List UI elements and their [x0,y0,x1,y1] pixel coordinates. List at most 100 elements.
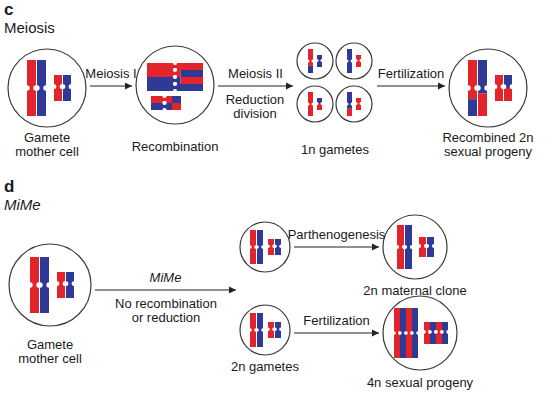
centromere [173,75,177,79]
edge-label: Meiosis I [51,67,171,81]
centromere [248,328,252,332]
centromere [434,330,438,334]
cell-circle: Gamete mother cell [8,243,92,327]
centromere [360,102,363,105]
panel-letter: c [4,1,34,19]
chromosome-segment [172,96,181,103]
node-shape [296,42,374,124]
centromere [69,84,74,89]
centromere [307,103,310,106]
centromere [34,85,39,90]
centromere [321,102,324,105]
chromosome-segment [347,109,352,116]
centromere [425,244,429,248]
centromere [510,84,515,89]
centromere [272,244,276,248]
chromosome-segment [504,88,512,101]
node-caption: Gamete mother cell [7,131,87,159]
centromere [33,85,38,90]
arrow-connector [377,85,445,86]
centromere [360,59,363,62]
node-shape [135,45,215,125]
centromere [55,281,60,286]
centromere [162,108,166,112]
centromere [46,282,51,287]
centromere [402,245,406,249]
annotation-text: Reduction division [223,93,287,121]
centromere [272,327,276,331]
cell-circle: 2n maternal clone [382,214,448,280]
cell-outline [383,215,447,279]
centromere [346,103,349,106]
centromere [37,282,42,287]
centromere [261,328,265,332]
cell-outline [136,46,214,124]
panel-letter: d [4,178,34,196]
node-shape [239,221,291,356]
centromere [432,244,436,248]
chromosome-segment [181,77,203,84]
annotation-text: Meiosis [4,20,124,36]
centromere [428,330,432,334]
chromosome-segment [478,94,487,116]
edge-label: MiMe [106,271,226,285]
centromere [484,85,489,90]
arrow-connector [95,289,236,290]
chromosome-segment [151,96,172,103]
centromere [422,330,426,334]
centromere [404,331,408,335]
centromere [27,282,32,287]
node-caption: Recombined 2n sexual progeny [436,131,540,159]
centromere [410,331,414,335]
node-shape [8,243,92,327]
node-shape [382,295,458,371]
centromere [351,103,354,106]
centromere [316,59,319,62]
cell-outline [449,49,527,127]
centromere [346,60,349,63]
edge-label: Fertilization [351,67,471,81]
chromosome-segment [317,104,322,110]
centromere [440,330,444,334]
annotation-text: No recombination or reduction [108,297,224,325]
node-caption: 1n gametes [285,143,385,157]
edge-label: Fertilization [277,314,397,328]
centromere [173,75,177,79]
centromere [72,281,77,286]
node-shape [448,48,528,128]
arrow-connector [294,246,379,247]
centromere [254,328,258,332]
centromere [465,85,470,90]
edge-label: Meiosis II [196,67,316,81]
centromere [162,101,166,105]
centromere [279,327,283,331]
gamete-cluster: 1n gametes [296,42,374,124]
centromere [355,102,358,105]
cell-outline [240,305,290,355]
centromere [404,331,408,335]
arrow-connector [218,85,293,86]
cell-outline [383,296,457,370]
centromere [162,101,166,105]
chromosome-segment [468,60,477,99]
node-shape [382,214,448,280]
node-caption: 2n gametes [215,360,315,374]
cell-outline [8,49,86,127]
centromere [36,282,41,287]
cell-outline [297,43,333,79]
centromere [395,245,399,249]
cell-circle: Recombined 2n sexual progeny [448,48,528,128]
arrow-connector [294,332,379,333]
centromere [392,331,396,335]
cell-outline [240,222,290,272]
chromosome-segment [181,70,203,77]
centromere [173,61,177,65]
centromere [52,84,57,89]
centromere [403,245,407,249]
centromere [173,82,177,86]
centromere [312,103,315,106]
cell-outline [336,43,372,79]
cell-circle: 4n sexual progeny [382,295,458,371]
